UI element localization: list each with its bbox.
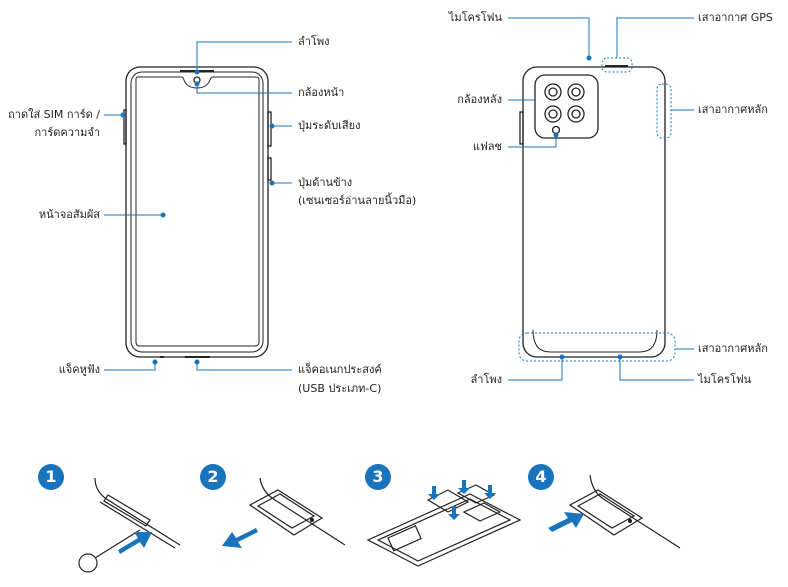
flash-label: แฟลช	[472, 140, 502, 153]
front-camera-label: กล้องหน้า	[298, 86, 345, 99]
step-1-badge: 1	[38, 464, 64, 490]
sim-tray-label-line2: การ์ดความจำ	[34, 126, 100, 139]
step-4-badge: 4	[528, 464, 554, 490]
microphone-top-label: ไมโครโฟน	[448, 11, 502, 24]
step4-illustration	[568, 474, 681, 549]
step3-illustration	[366, 484, 522, 567]
volume-key-label: ปุ่มระดับเสียง	[298, 119, 361, 132]
pull-out-arrow-icon	[222, 528, 258, 548]
back-leader-lines	[508, 17, 694, 381]
step2-illustration	[248, 477, 346, 546]
insert-arrow-icon	[118, 532, 152, 554]
front-leader-lines	[104, 41, 292, 371]
antenna-regions	[518, 57, 676, 362]
step-3-badge: 3	[365, 464, 391, 490]
flash-icon	[551, 125, 561, 135]
multipurpose-jack-label-line2: (USB ประเภท-C)	[298, 382, 382, 395]
ejection-pin-icon	[78, 553, 98, 573]
microphone-bottom-label: ไมโครโฟน	[698, 373, 752, 386]
side-key-label-line2: (เซนเซอร์อ่านลายนิ้วมือ)	[298, 194, 417, 207]
sim-tray-label-line1: ถาดใส่ SIM การ์ด /	[8, 108, 100, 121]
step-2-badge: 2	[200, 464, 226, 490]
insert-card-arrows	[428, 480, 496, 520]
main-antenna-top-label: เสาอากาศหลัก	[698, 103, 768, 116]
gps-antenna-label: เสาอากาศ GPS	[698, 11, 773, 24]
main-antenna-bottom-label: เสาอากาศหลัก	[698, 342, 768, 355]
back-speaker-label: ลำโพง	[470, 373, 502, 386]
earphone-jack-label: แจ็คหูฟัง	[58, 363, 100, 376]
touchscreen-label: หน้าจอสัมผัส	[38, 208, 100, 221]
front-speaker-label: ลำโพง	[298, 35, 330, 48]
side-key-label-line1: ปุ่มด้านข้าง	[298, 176, 353, 189]
front-phone	[123, 66, 272, 358]
multipurpose-jack-label-line1: แจ็คอเนกประสงค์	[298, 363, 382, 376]
rear-camera-label: กล้องหลัง	[457, 93, 502, 106]
back-phone	[519, 65, 666, 358]
push-in-arrow-icon	[548, 512, 584, 532]
step1-illustration	[78, 477, 181, 573]
